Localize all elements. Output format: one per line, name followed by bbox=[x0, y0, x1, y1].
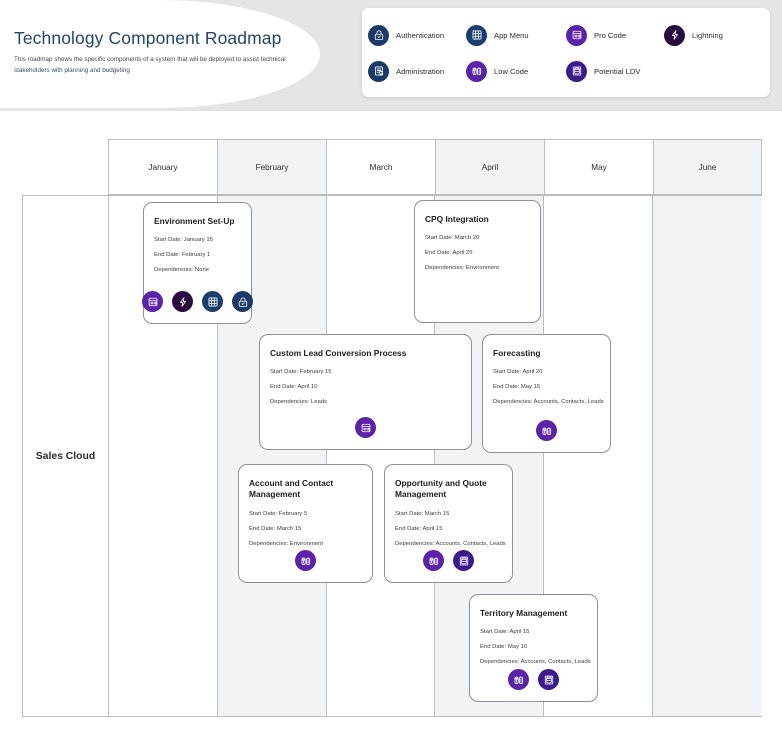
task-start-date: Start Date: February 15 bbox=[270, 369, 332, 376]
task-icon-row bbox=[142, 291, 253, 312]
legend-item-app-menu: App Menu bbox=[466, 24, 566, 46]
swimlane-label: Sales Cloud bbox=[35, 450, 96, 462]
page-title: Technology Component Roadmap bbox=[14, 28, 282, 48]
low-code-icon bbox=[466, 60, 487, 82]
pro-code-icon bbox=[566, 24, 587, 46]
legend-item-label: Potential LDV bbox=[594, 66, 641, 76]
month-header-june: June bbox=[653, 139, 762, 195]
task-title: Forecasting bbox=[493, 348, 541, 358]
grid-icon bbox=[202, 291, 223, 312]
legend-item-label: Administration bbox=[396, 66, 445, 76]
task-end-date: End Date: May 10 bbox=[480, 644, 528, 651]
page-subtitle: This roadmap shows the specific componen… bbox=[14, 56, 286, 74]
task-dependencies: Dependencies: Leads bbox=[270, 399, 327, 406]
task-end-date: End Date: May 15 bbox=[493, 384, 541, 391]
legend-item-label: App Menu bbox=[494, 30, 529, 40]
task-start-date: Start Date: April 15 bbox=[480, 629, 530, 636]
hero-text-block: Technology Component Roadmap This roadma… bbox=[14, 28, 299, 76]
legend-item-potential-ldv: Potential LDV bbox=[566, 60, 664, 82]
task-start-date: Start Date: March 20 bbox=[425, 235, 480, 242]
task-dependencies: Dependencies: Environment bbox=[425, 265, 500, 272]
month-header-february: February bbox=[217, 139, 326, 195]
database-icon bbox=[453, 550, 474, 571]
legend-item-administration: Administration bbox=[368, 60, 466, 82]
task-title: Territory Management bbox=[480, 608, 568, 618]
hero-panel bbox=[0, 0, 320, 108]
month-header-march: March bbox=[326, 139, 435, 195]
task-dependencies: Dependencies: Accounts, Contacts, Leads bbox=[493, 399, 604, 406]
low-code-icon bbox=[295, 550, 316, 571]
month-header-may: May bbox=[544, 139, 653, 195]
task-dependencies: Dependencies: Environment bbox=[249, 540, 324, 547]
legend-item-label: Lightning bbox=[692, 30, 723, 40]
task-dependencies: Dependencies: Accounts, Contacts, Leads bbox=[395, 540, 506, 547]
task-dependencies: Dependencies: Accounts, Contacts, Leads bbox=[480, 659, 591, 666]
admin-icon bbox=[368, 60, 389, 82]
grid-icon bbox=[466, 24, 487, 46]
pro-code-icon bbox=[355, 417, 376, 438]
task-end-date: End Date: April 10 bbox=[270, 384, 318, 391]
legend-item-label: Pro Code bbox=[594, 30, 627, 40]
task-start-date: Start Date: April 20 bbox=[493, 369, 543, 376]
task-end-date: End Date: April 25 bbox=[425, 250, 473, 257]
pro-code-icon bbox=[142, 291, 163, 312]
swimlane-sales-cloud: Sales Cloud bbox=[22, 195, 762, 717]
low-code-icon bbox=[508, 669, 529, 690]
month-header-january: January bbox=[108, 139, 217, 195]
swimlane-label-cell: Sales Cloud bbox=[23, 196, 109, 716]
legend-item-label: Low Code bbox=[494, 66, 529, 76]
task-title: Opportunity and Quote Management bbox=[395, 478, 487, 500]
task-start-date: Start Date: February 5 bbox=[249, 510, 308, 517]
low-code-icon bbox=[536, 420, 557, 441]
database-icon bbox=[566, 60, 587, 82]
task-end-date: End Date: April 15 bbox=[395, 525, 443, 532]
legend-item-authentication: Authentication bbox=[368, 24, 466, 46]
lock-icon bbox=[232, 291, 253, 312]
task-icon-row bbox=[483, 420, 610, 441]
month-header-april: April bbox=[435, 139, 544, 195]
task-icon-row bbox=[385, 550, 512, 571]
lightning-icon bbox=[664, 24, 685, 46]
task-title: Account and Contact Management bbox=[249, 478, 334, 500]
task-start-date: Start Date: January 15 bbox=[154, 237, 213, 244]
legend-item-label: Authentication bbox=[396, 30, 445, 40]
legend-item-pro-code: Pro Code bbox=[566, 24, 664, 46]
task-end-date: End Date: March 15 bbox=[249, 525, 302, 532]
low-code-icon bbox=[423, 550, 444, 571]
lane-column-june bbox=[653, 196, 762, 716]
task-dependencies: Dependencies: None bbox=[154, 267, 210, 274]
lightning-icon bbox=[172, 291, 193, 312]
task-title: CPQ Integration bbox=[425, 214, 489, 224]
task-title: Custom Lead Conversion Process bbox=[270, 348, 407, 358]
lock-icon bbox=[368, 24, 389, 46]
task-icon-row bbox=[239, 550, 372, 571]
task-title: Environment Set-Up bbox=[154, 216, 235, 226]
database-icon bbox=[538, 669, 559, 690]
task-icon-row bbox=[470, 669, 597, 690]
task-end-date: End Date: February 1 bbox=[154, 252, 211, 259]
task-start-date: Start Date: March 15 bbox=[395, 510, 450, 517]
legend-item-lightning: Lightning bbox=[664, 24, 764, 46]
legend-item-low-code: Low Code bbox=[466, 60, 566, 82]
task-icon-row bbox=[260, 417, 471, 438]
